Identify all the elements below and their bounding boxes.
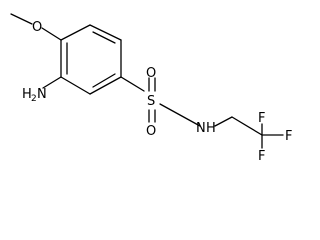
ring-bond-c5-c6: [60, 76, 91, 95]
amino-n-label: N: [37, 87, 47, 102]
fluorine-top-label: F: [258, 111, 265, 126]
methyl-bond: [10, 13, 33, 25]
fluorine-bottom-label: F: [258, 149, 265, 164]
ch2-cf3-bond: [231, 116, 263, 136]
ring-sulfur-bond: [120, 76, 145, 92]
fluorine-right-label: F: [285, 129, 292, 144]
sulfur-nitrogen-bond: [159, 103, 201, 127]
sulfonyl-s-label: S: [147, 94, 155, 109]
nitrogen-ch2-bond: [214, 116, 233, 127]
chemical-structure-diagram: O H 2 N S O O N H F F F: [10, 13, 292, 164]
amide-h-label: H: [206, 121, 216, 136]
sulfonyl-o-bottom-label: O: [146, 124, 156, 139]
ring-bond-c1-c2: [60, 24, 91, 41]
amide-n-label: N: [196, 121, 206, 136]
ring-double-bond-inner-bottom: [92, 73, 116, 88]
ring-double-bond-inner-top: [92, 31, 116, 44]
amino-h-label: H: [22, 87, 32, 102]
methoxy-oxygen-label: O: [32, 20, 42, 35]
amino-bond: [42, 76, 62, 89]
methoxy-o-ring-bond: [41, 27, 62, 41]
ring-bond-c4-c5: [89, 76, 122, 95]
amino-h-count-label: 2: [31, 94, 37, 104]
sulfonyl-o-top-label: O: [146, 66, 156, 81]
ring-bond-c2-c3: [89, 24, 122, 41]
